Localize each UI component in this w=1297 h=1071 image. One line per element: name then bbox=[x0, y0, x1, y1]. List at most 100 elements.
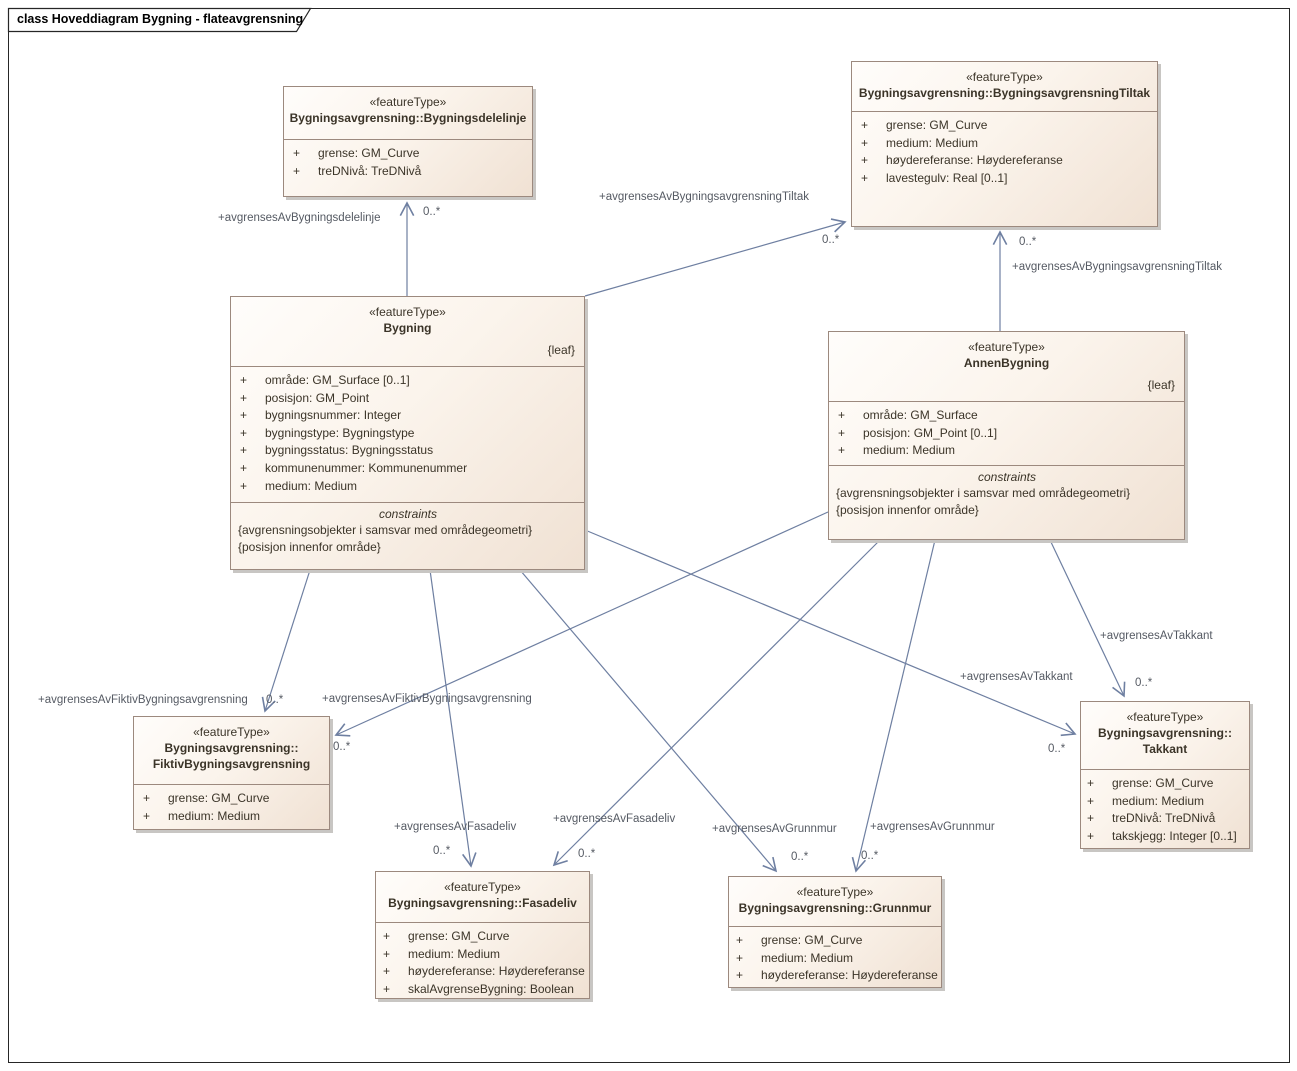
attribute-row: +område: GM_Surface bbox=[838, 407, 1180, 425]
attribute-visibility: + bbox=[240, 460, 248, 475]
stereotype-label: «featureType» bbox=[1126, 710, 1204, 724]
attribute-row: +grense: GM_Curve bbox=[861, 117, 1153, 135]
class-bygningsavgrensningtiltak[interactable]: «featureType» Bygningsavgrensning::Bygni… bbox=[851, 61, 1158, 227]
attribute-row: + medium: Medium bbox=[143, 808, 325, 826]
attribute-row: +grense: GM_Curve bbox=[143, 790, 325, 808]
attribute-visibility: + bbox=[240, 390, 248, 405]
class-bygning[interactable]: «featureType» Bygning {leaf} +område: GM… bbox=[230, 296, 585, 570]
attribute-visibility: + bbox=[293, 146, 301, 160]
attribute-visibility: + bbox=[143, 808, 151, 823]
class-name: Bygningsavgrensning:: bbox=[164, 741, 299, 755]
edge-role-label: +avgrensesAvFasadeliv bbox=[553, 813, 676, 825]
attribute-row: +bygningstype: Bygningstype bbox=[240, 425, 580, 443]
attribute-visibility: + bbox=[1087, 793, 1095, 808]
leaf-property: {leaf} bbox=[1147, 378, 1175, 392]
attribute-text: høydereferanse: Høydereferanse bbox=[761, 968, 938, 983]
attribute-visibility: + bbox=[736, 968, 744, 983]
attribute-row: + høydereferanse: Høydereferanse bbox=[383, 963, 585, 981]
attribute-text: grense: GM_Curve bbox=[1112, 776, 1214, 790]
edge-role-label: +avgrensesAvBygningsavgrensningTiltak bbox=[1012, 261, 1222, 273]
attribute-visibility: + bbox=[383, 929, 391, 943]
attribute-row: + posisjon: GM_Point [0..1] bbox=[838, 425, 1180, 443]
constraints-title: constraints bbox=[378, 507, 438, 521]
attribute-row: + medium: Medium bbox=[383, 946, 585, 964]
attribute-visibility: + bbox=[240, 425, 248, 440]
attribute-text: skalAvgrenseBygning: Boolean bbox=[408, 981, 574, 996]
association-annenbygning-fiktivbygningsavgrensning bbox=[334, 511, 829, 737]
attribute-text: høydereferanse: Høydereferanse bbox=[408, 964, 585, 979]
attribute-visibility: + bbox=[1087, 776, 1095, 790]
attribute-text: medium: Medium bbox=[265, 478, 358, 493]
class-bygningsdelelinje[interactable]: «featureType» Bygningsavgrensning::Bygni… bbox=[283, 86, 533, 197]
attribute-row: + medium: Medium bbox=[736, 950, 937, 968]
class-name: Bygningsavgrensning::Grunnmur bbox=[738, 901, 932, 915]
class-annenbygning[interactable]: «featureType» AnnenBygning {leaf} +områd… bbox=[828, 331, 1185, 540]
class-fiktivbygningsavgrensning[interactable]: «featureType» Bygningsavgrensning:: Fikt… bbox=[133, 716, 330, 830]
edge-role-label: +avgrensesAvTakkant bbox=[960, 671, 1073, 683]
attribute-visibility: + bbox=[240, 408, 248, 423]
association-bygning-grunnmur bbox=[519, 569, 778, 873]
stereotype-label: «featureType» bbox=[369, 305, 446, 319]
attribute-text: medium: Medium bbox=[761, 950, 854, 965]
stereotype-label: «featureType» bbox=[193, 725, 270, 739]
attribute-row: + medium: Medium bbox=[1087, 793, 1245, 811]
attribute-visibility: + bbox=[861, 170, 869, 185]
attribute-visibility: + bbox=[240, 478, 248, 493]
class-takkant[interactable]: «featureType» Bygningsavgrensning:: Takk… bbox=[1080, 701, 1250, 849]
attribute-text: bygningsnummer: Integer bbox=[265, 408, 402, 423]
attribute-text: område: GM_Surface bbox=[863, 408, 978, 422]
edge-role-label: +avgrensesAvTakkant bbox=[1100, 630, 1213, 642]
attribute-text: treDNivå: TreDNivå bbox=[318, 163, 422, 178]
attribute-visibility: + bbox=[240, 373, 248, 387]
edge-role-label: +avgrensesAvBygningsdelelinje bbox=[218, 212, 381, 224]
attribute-text: grense: GM_Curve bbox=[168, 791, 270, 805]
attribute-visibility: + bbox=[383, 946, 391, 961]
attribute-row: +medium: Medium bbox=[861, 135, 1153, 153]
association-bygning-bygningsavgrensningtiltak bbox=[584, 218, 847, 297]
diagram-frame bbox=[8, 8, 1290, 1063]
attribute-visibility: + bbox=[383, 981, 391, 996]
attribute-visibility: + bbox=[736, 950, 744, 965]
attribute-visibility: + bbox=[838, 425, 846, 440]
edge-multiplicity: 0..* bbox=[1019, 236, 1037, 248]
constraint-line: {posisjon innenfor område} bbox=[836, 503, 979, 517]
attribute-visibility: + bbox=[383, 964, 391, 979]
constraint-line: {avgrensningsobjekter i samsvar med områ… bbox=[836, 486, 1131, 500]
edge-role-label: +avgrensesAvFasadeliv bbox=[394, 821, 517, 833]
stereotype-label: «featureType» bbox=[796, 885, 874, 899]
edge-role-label: +avgrensesAvFiktivBygningsavgrensning bbox=[322, 693, 532, 705]
attribute-row: +lavestegulv: Real [0..1] bbox=[861, 170, 1153, 188]
attribute-row: +takskjegg: Integer [0..1] bbox=[1087, 828, 1245, 846]
attribute-text: medium: Medium bbox=[168, 808, 261, 823]
class-name: Bygningsavgrensning::Bygningsdelelinje bbox=[289, 111, 527, 125]
stereotype-label: «featureType» bbox=[966, 70, 1043, 84]
edge-role-label: +avgrensesAvFiktivBygningsavgrensning bbox=[38, 694, 248, 706]
attribute-row: +høydereferanse: Høydereferanse bbox=[861, 152, 1153, 170]
class-name: Bygningsavgrensning::Fasadeliv bbox=[388, 896, 577, 910]
attribute-row: + skalAvgrenseBygning: Boolean bbox=[383, 981, 585, 999]
class-name: Bygningsavgrensning:: bbox=[1097, 726, 1232, 740]
attribute-row: + høydereferanse: Høydereferanse bbox=[736, 967, 938, 985]
attribute-row: +grense: GM_Curve bbox=[736, 932, 937, 950]
edge-multiplicity: 0..* bbox=[266, 694, 284, 706]
attribute-text: posisjon: GM_Point [0..1] bbox=[863, 425, 998, 440]
association-annenbygning-fasadeliv bbox=[552, 539, 881, 867]
attribute-visibility: + bbox=[1087, 828, 1095, 843]
stereotype-label: «featureType» bbox=[444, 880, 521, 894]
attribute-text: grense: GM_Curve bbox=[408, 929, 510, 943]
class-grunnmur[interactable]: «featureType» Bygningsavgrensning::Grunn… bbox=[728, 876, 942, 988]
association-annenbygning-grunnmur bbox=[851, 539, 936, 873]
attribute-text: medium: Medium bbox=[863, 443, 956, 458]
stereotype-label: «featureType» bbox=[369, 95, 447, 109]
constraint-line: {posisjon innenfor område} bbox=[238, 540, 381, 554]
attribute-text: grense: GM_Curve bbox=[761, 933, 863, 947]
attribute-row: +kommunenummer: Kommunenummer bbox=[240, 460, 580, 478]
edge-role-label: +avgrensesAvBygningsavgrensningTiltak bbox=[599, 191, 809, 203]
attribute-visibility: + bbox=[861, 118, 869, 132]
attribute-text: medium: Medium bbox=[1112, 793, 1205, 808]
attribute-text: medium: Medium bbox=[408, 946, 501, 961]
attribute-visibility: + bbox=[838, 443, 846, 458]
class-fasadeliv[interactable]: «featureType» Bygningsavgrensning::Fasad… bbox=[375, 871, 590, 999]
